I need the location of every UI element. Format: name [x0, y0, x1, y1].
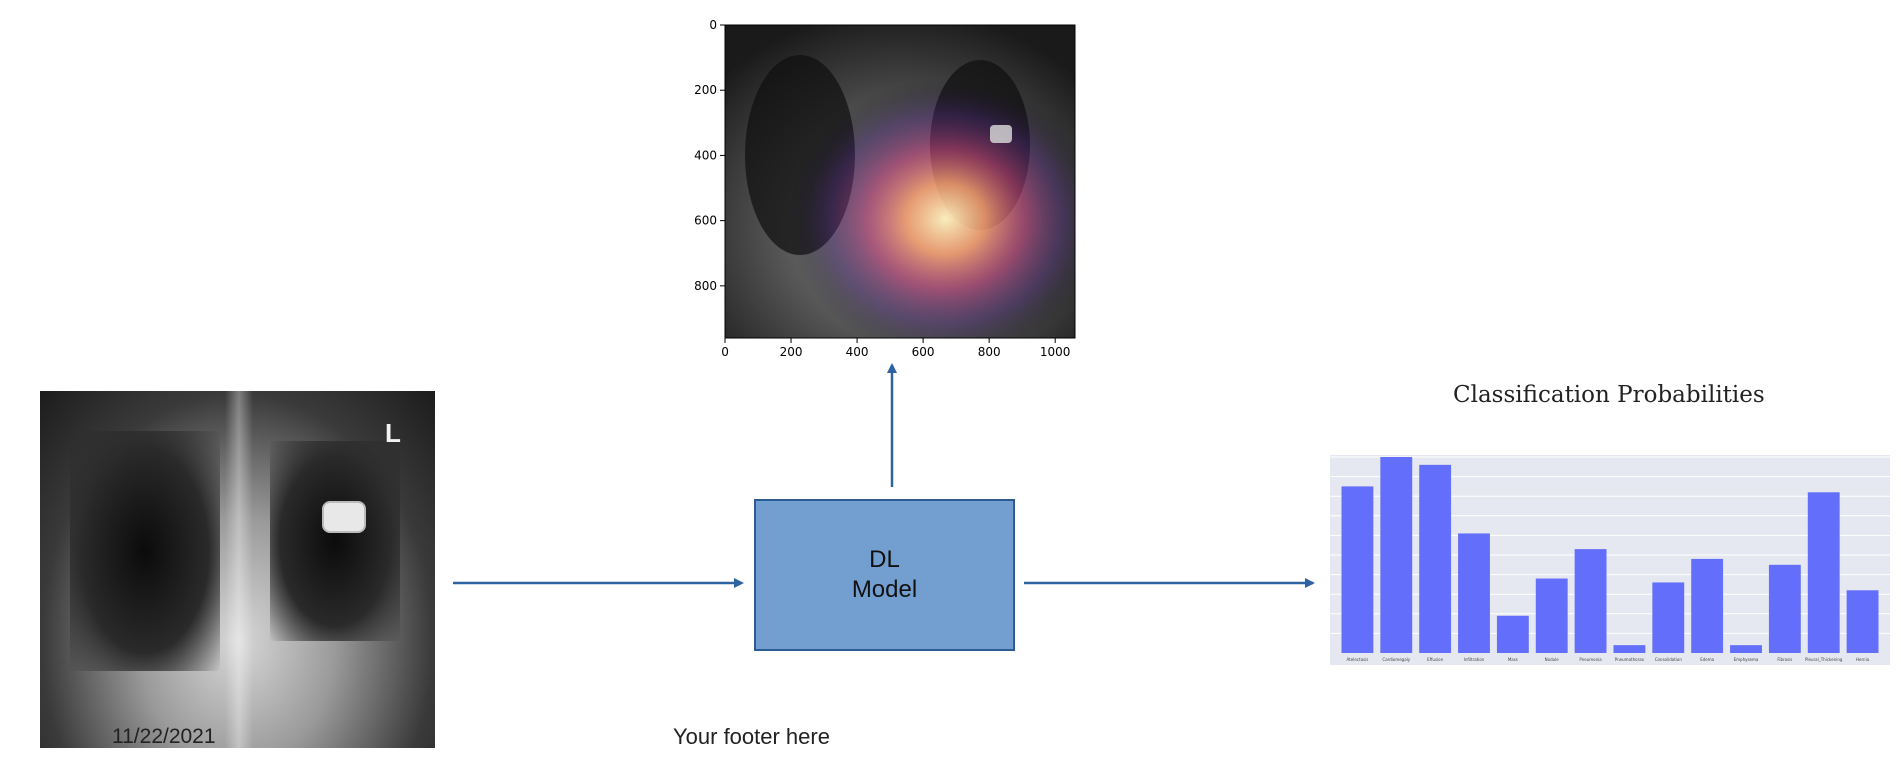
heatmap-x-tick-label: 400 [846, 345, 869, 359]
chart-category-label: Pneumothorax [1615, 657, 1645, 662]
model-label-line1: DL [869, 546, 900, 573]
heatmap-x-tick-label: 0 [721, 345, 729, 359]
chart-bar [1574, 549, 1607, 653]
chart-title: Classification Probabilities [1453, 382, 1765, 408]
chart-category-label: Edema [1700, 657, 1714, 662]
chart-category-label: Emphysema [1734, 657, 1759, 662]
chart-bar [1846, 590, 1879, 653]
heatmap-y-tick-label: 600 [694, 214, 717, 228]
heatmap-y-axis: 0 200 400 600 800 [694, 18, 725, 293]
heatmap-frame [724, 24, 1076, 339]
heatmap-device [990, 125, 1012, 143]
classification-bar-chart: Atelectasis Cardiomegaly Effusion Infiltrat… [1330, 455, 1890, 665]
heatmap-panel: 0 200 400 600 800 1000 0 200 400 600 800 [694, 18, 1076, 359]
spine-region [225, 391, 253, 748]
pacemaker-device [322, 501, 366, 533]
heatmap-x-tick-label: 800 [978, 345, 1001, 359]
chart-bar [1730, 645, 1762, 653]
chart-category-label: Consolidation [1655, 657, 1683, 662]
chart-bar [1807, 492, 1840, 653]
chart-bar [1652, 582, 1685, 653]
chart-category-label: Fibrosis [1777, 657, 1792, 662]
chart-bar [1380, 457, 1413, 653]
chart-category-label: Effusion [1427, 657, 1443, 662]
heatmap-y-tick-label: 800 [694, 279, 717, 293]
right-lung-region [270, 441, 400, 641]
chart-category-label: Cardiomegaly [1382, 657, 1410, 662]
heatmap-y-tick-label: 0 [709, 18, 717, 32]
chart-bar [1535, 578, 1568, 653]
chart-bars [1341, 457, 1879, 653]
chart-category-label: Pneumonia [1579, 657, 1602, 662]
date-label: 11/22/2021 [112, 725, 216, 748]
heatmap-x-tick-label: 1000 [1040, 345, 1071, 359]
chart-bar [1768, 564, 1801, 653]
chart-bar [1341, 486, 1374, 653]
chart-bar [1419, 464, 1452, 653]
side-marker: L [385, 418, 401, 448]
chart-bar [1691, 558, 1724, 653]
footer-text: Your footer here [673, 724, 830, 749]
chart-category-label: Infiltration [1464, 657, 1485, 662]
left-lung-region [70, 431, 220, 671]
heatmap-y-tick-label: 400 [694, 148, 717, 162]
chart-bar [1496, 615, 1529, 653]
model-label-line2: Model [851, 576, 918, 603]
chart-category-labels: Atelectasis Cardiomegaly Effusion Infiltrat… [1347, 657, 1870, 662]
heatmap-y-tick-label: 200 [694, 83, 717, 97]
heatmap-x-axis: 0 200 400 600 800 1000 [721, 338, 1070, 359]
heatmap-x-tick-label: 200 [780, 345, 803, 359]
chart-category-label: Hernia [1856, 657, 1870, 662]
heatmap-x-tick-label: 600 [912, 345, 935, 359]
chart-bar [1613, 645, 1646, 653]
chart-category-label: Nodule [1545, 657, 1560, 662]
heatmap-activation-overlay [725, 25, 1075, 338]
input-xray-image: L [40, 391, 435, 748]
chart-bar [1458, 533, 1490, 653]
chart-category-label: Pleural_Thickening [1805, 657, 1843, 662]
chart-category-label: Atelectasis [1347, 657, 1369, 662]
chart-category-label: Mass [1508, 657, 1518, 662]
dl-model-box: DL Model [754, 499, 1015, 651]
